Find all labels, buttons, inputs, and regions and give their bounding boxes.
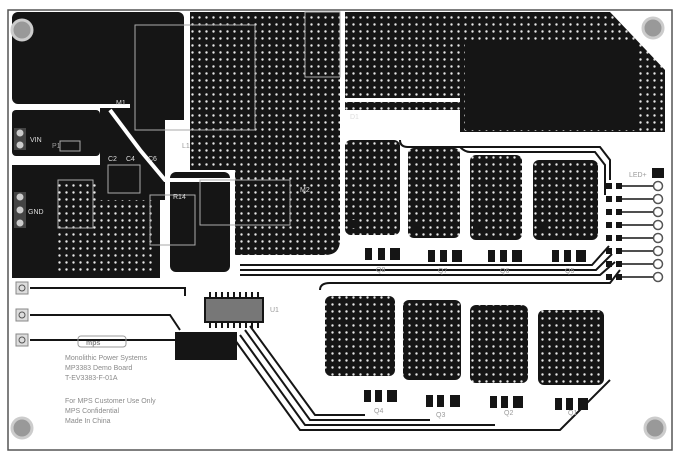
m1-label: M1 [116,100,126,107]
test-points [15,281,29,347]
vin-connector: VIN P1 [14,128,81,152]
p1-label: P1 [52,143,61,150]
silkscreen-text: Monolithic Power Systems MP3383 Demo Boa… [65,355,156,425]
mounting-holes [10,16,667,440]
c2-label: C2 [108,156,117,163]
vin-label: VIN [30,137,42,144]
mounting-hole-icon [10,18,34,42]
u1-label: U1 [270,307,279,314]
q6-label: Q6 [500,268,509,275]
mosfet-pads-lower: Q4 Q3 Q2 Q1 [325,296,604,419]
led-connector: LED+ [606,168,664,283]
c4-label: C4 [126,156,135,163]
d1-label: D1 [350,114,359,121]
mps-logo: mps [77,335,127,348]
traces [108,12,460,182]
led-plus-label: LED+ [629,172,647,179]
silk-line: For MPS Customer Use Only [65,398,156,405]
mounting-hole-icon [641,16,665,40]
gnd-label: GND [28,209,44,216]
silk-line: Monolithic Power Systems [65,355,148,362]
mounting-hole-icon [643,416,667,440]
gate-traces [30,139,621,431]
q3-label: Q3 [436,412,445,419]
logo-text: mps [86,340,101,347]
q1-label: Q1 [568,410,577,417]
q4-label: Q4 [374,408,383,415]
q5-label: Q5 [565,268,574,275]
q8-label: Q8 [376,267,385,274]
silk-line: Made In China [65,418,111,425]
m2-label: M2 [300,187,310,194]
silk-line: MP3383 Demo Board [65,365,132,372]
mosfet-pads-upper: Q8 Q7 Q6 Q5 [345,140,598,275]
q7-label: Q7 [438,268,447,275]
mounting-hole-icon [10,416,34,440]
q2-label: Q2 [504,410,513,417]
l1-label: L1 [182,143,190,150]
u1-chip [175,292,264,360]
silk-line: T-EV3383-F-01A [65,375,118,382]
c6-label: C6 [148,156,157,163]
gnd-connector: GND [14,192,44,228]
silk-line: MPS Confidential [65,408,120,415]
component-outlines [57,11,341,246]
r14-label: R14 [173,194,186,201]
